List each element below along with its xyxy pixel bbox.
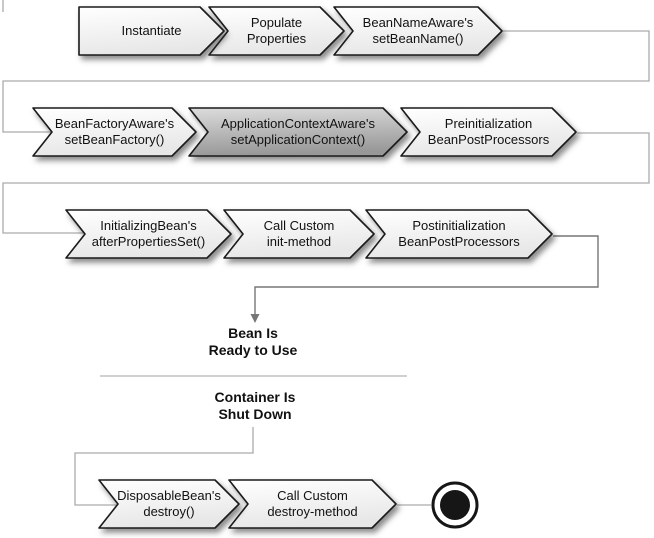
connector-shutdown-row4 (74, 427, 254, 506)
chevron-shape (228, 479, 397, 529)
connector-row3-ready (254, 235, 599, 316)
step-after-properties-set: InitializingBean's afterPropertiesSet() (65, 209, 232, 259)
step-label: Instantiate (121, 23, 182, 38)
chevron-shape (223, 209, 375, 259)
step-label: BeanNameAware's setBeanName() (362, 15, 474, 46)
arrowhead-down-icon (250, 314, 260, 323)
chevron-shape (65, 209, 232, 259)
chevron-shape (98, 479, 240, 529)
step-populate-properties: Populate Properties (208, 6, 345, 56)
step-label: DisposableBean's destroy() (117, 488, 221, 519)
step-label: ApplicationContextAware's setApplication… (221, 116, 375, 147)
step-destroy: DisposableBean's destroy() (98, 479, 240, 529)
step-label: BeanFactoryAware's setBeanFactory() (54, 116, 175, 147)
step-custom-init-method: Call Custom init-method (223, 209, 375, 259)
chevron-shape-highlighted (188, 107, 408, 157)
chevron-shape (32, 107, 197, 157)
chevron-shape (365, 209, 553, 259)
step-label: InitializingBean's afterPropertiesSet() (91, 218, 206, 249)
step-set-application-context: ApplicationContextAware's setApplication… (188, 107, 408, 157)
step-label: Populate Properties (246, 15, 307, 46)
step-set-bean-factory: BeanFactoryAware's setBeanFactory() (32, 107, 197, 157)
step-custom-destroy-method: Call Custom destroy-method (228, 479, 397, 529)
step-set-bean-name: BeanNameAware's setBeanName() (333, 6, 503, 56)
step-postinitialization: Postinitialization BeanPostProcessors (365, 209, 553, 259)
chevron-shape (78, 6, 225, 56)
final-state-icon (431, 481, 479, 529)
chevron-shape (333, 6, 503, 56)
chevron-shape (208, 6, 345, 56)
container-shutdown-label: Container Is Shut Down (214, 389, 296, 422)
step-label: Preinitialization BeanPostProcessors (427, 116, 550, 147)
chevron-shape (400, 107, 577, 157)
connector-row1-row2 (2, 30, 650, 133)
step-label: Call Custom init-method (263, 218, 335, 249)
step-preinitialization: Preinitialization BeanPostProcessors (400, 107, 577, 157)
bean-ready-label: Bean Is Ready to Use (208, 325, 298, 358)
step-instantiate: Instantiate (78, 6, 225, 56)
step-label: Postinitialization BeanPostProcessors (398, 218, 520, 249)
connector-row2-row3 (2, 132, 650, 234)
step-label: Call Custom destroy-method (267, 488, 358, 519)
